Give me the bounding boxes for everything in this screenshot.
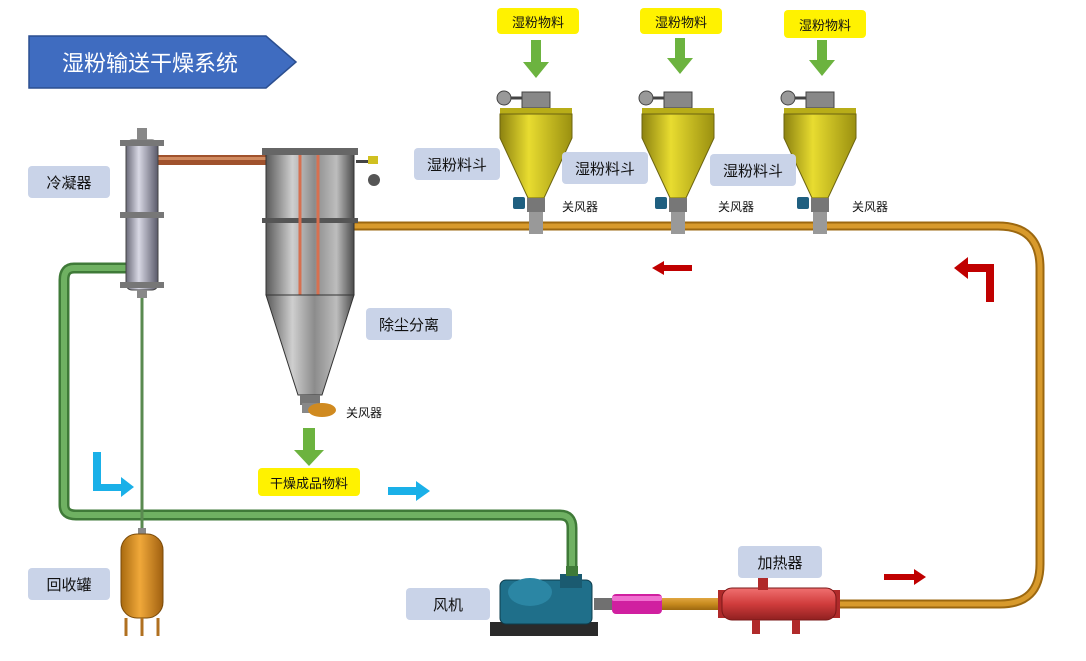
recovery-tank <box>120 528 164 636</box>
cyclone-separator <box>262 148 380 405</box>
page-title: 湿粉输送干燥系统 <box>62 52 239 77</box>
blower-fan <box>490 566 598 636</box>
wet-material-label-2: 湿粉物料 <box>640 8 722 34</box>
hot-air-pipe <box>352 221 1045 609</box>
hopper-1 <box>496 90 573 234</box>
feed-arrow-2 <box>667 38 693 74</box>
condenser-label: 冷凝器 <box>28 166 110 198</box>
rotary-valve-label-2: 关风器 <box>718 200 755 214</box>
heater <box>718 578 840 634</box>
feed-arrow-product <box>294 428 324 466</box>
recovery-tank-label: 回收罐 <box>28 568 110 600</box>
hopper-2 <box>638 90 715 234</box>
flow-arrow-blue-bottom <box>388 481 430 501</box>
fan-label: 风机 <box>406 588 490 620</box>
title-banner <box>28 35 298 89</box>
wet-material-label-3: 湿粉物料 <box>784 10 866 38</box>
wet-material-label-1: 湿粉物料 <box>497 8 579 34</box>
dried-product-label: 干燥成品物料 <box>258 468 360 496</box>
flow-arrow-red-top <box>652 261 692 275</box>
flow-arrow-red-bottom <box>884 569 926 585</box>
rotary-valve-label-1: 关风器 <box>562 200 599 214</box>
hopper-label-3: 湿粉料斗 <box>710 154 796 186</box>
hopper-3 <box>780 90 857 234</box>
feed-arrow-1 <box>523 40 549 78</box>
rotary-valve-label-3: 关风器 <box>852 200 889 214</box>
heater-label: 加热器 <box>738 546 822 578</box>
rotary-valve-label-separator: 关风器 <box>346 406 383 420</box>
hopper-label-2: 湿粉料斗 <box>562 152 648 184</box>
hopper-label-1: 湿粉料斗 <box>414 148 500 180</box>
rotary-valve-separator <box>302 403 336 417</box>
flow-arrow-red-corner <box>954 257 994 302</box>
feed-arrow-3 <box>809 40 835 76</box>
dust-separator-label: 除尘分离 <box>366 308 452 340</box>
flow-arrow-blue-corner <box>93 452 134 497</box>
condenser-column <box>120 128 164 298</box>
